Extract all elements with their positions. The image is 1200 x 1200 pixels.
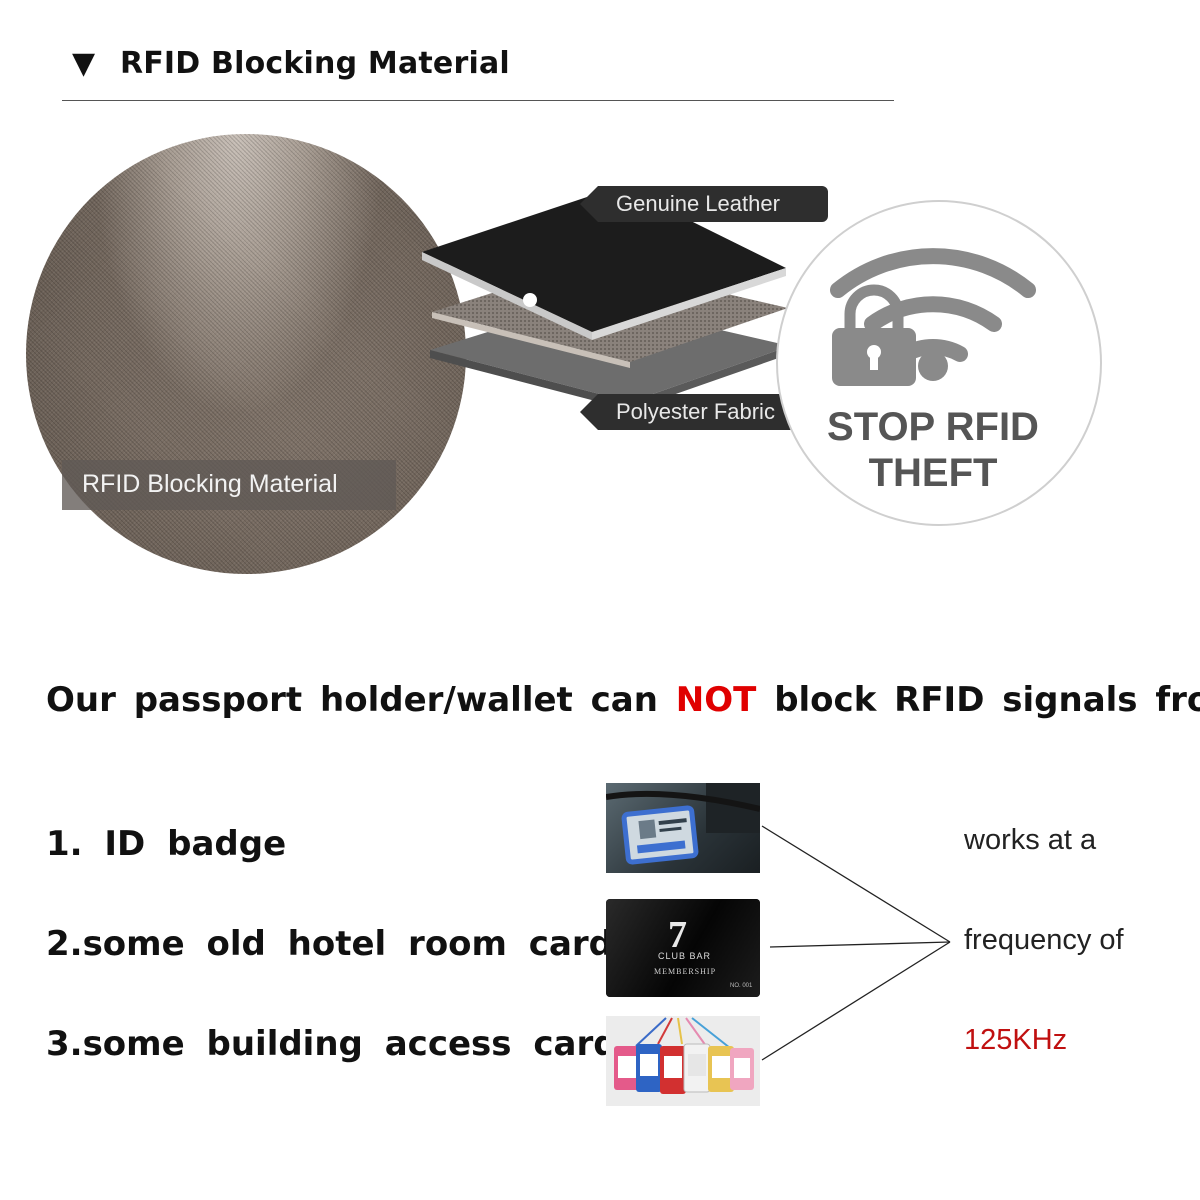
- list-item-id-badge: 1. ID badge: [46, 824, 287, 864]
- leather-callout: Genuine Leather: [598, 186, 828, 222]
- hotel-room-card-image: 7 CLUB BAR MEMBERSHIP NO. 001: [606, 899, 760, 997]
- header-divider: [62, 100, 894, 101]
- triangle-down-icon: ▼: [72, 46, 96, 81]
- hotel-card-brand: CLUB BAR: [658, 951, 712, 961]
- headline: Our passport holder/wallet can NOT block…: [46, 680, 1200, 720]
- polyester-callout-pointer: [580, 394, 598, 430]
- frequency-line2: frequency of: [964, 924, 1124, 956]
- hotel-card-number: 7: [668, 914, 687, 956]
- layer-pointer-dot: [523, 293, 537, 307]
- hotel-card-line: MEMBERSHIP: [654, 967, 717, 976]
- wifi-lock-icon: [830, 248, 1036, 386]
- connector-lines: [761, 825, 951, 1061]
- headline-before: Our passport holder/wallet can: [46, 680, 658, 720]
- stop-rfid-line1: STOP RFID: [827, 405, 1039, 449]
- access-cards-image: [606, 1016, 760, 1106]
- section-heading-text: RFID Blocking Material: [119, 46, 510, 81]
- leather-layer: [422, 186, 786, 332]
- headline-after: block RFID signals from: [774, 680, 1200, 720]
- leather-callout-pointer: [580, 186, 598, 222]
- section-heading: ▼ RFID Blocking Material: [72, 46, 510, 81]
- fabric-label: RFID Blocking Material: [82, 470, 338, 498]
- frequency-line1: works at a: [964, 824, 1097, 856]
- fabric-label-background: [62, 460, 396, 510]
- id-badge-image: [606, 783, 760, 873]
- list-item-hotel-cards: 2.some old hotel room cards: [46, 924, 634, 964]
- headline-emphasis: NOT: [675, 680, 757, 720]
- stop-rfid-line2: THEFT: [868, 451, 998, 495]
- list-item-access-cards: 3.some building access cards: [46, 1024, 638, 1064]
- frequency-value: 125KHz: [964, 1024, 1068, 1056]
- stop-rfid-text: STOP RFID THEFT: [776, 404, 1090, 496]
- hotel-card-no: NO. 001: [730, 983, 753, 989]
